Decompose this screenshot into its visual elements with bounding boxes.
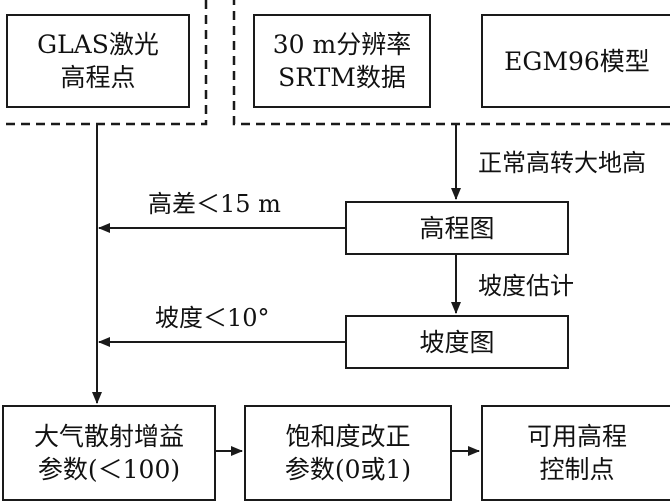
glas-group-frame: [0, 0, 208, 126]
dem-group-frame: [232, 0, 670, 126]
glas-points-box: GLAS激光 高程点: [6, 14, 190, 108]
atmospheric-gain-box: 大气散射增益 参数(＜100): [2, 405, 216, 501]
srtm-data-box: 30 m分辨率 SRTM数据: [253, 14, 431, 108]
egm96-model-box: EGM96模型: [481, 14, 670, 108]
elevation-map-box: 高程图: [345, 201, 569, 255]
elevation-difference-label: 高差＜15 m: [148, 190, 281, 218]
saturation-correction-box: 饱和度改正 参数(0或1): [244, 405, 452, 501]
usable-control-points-box: 可用高程 控制点: [481, 405, 670, 501]
slope-threshold-label: 坡度＜10°: [155, 304, 270, 332]
normal-to-geodetic-label: 正常高转大地高: [478, 149, 646, 177]
slope-map-box: 坡度图: [345, 315, 569, 369]
slope-estimation-label: 坡度估计: [478, 272, 574, 300]
